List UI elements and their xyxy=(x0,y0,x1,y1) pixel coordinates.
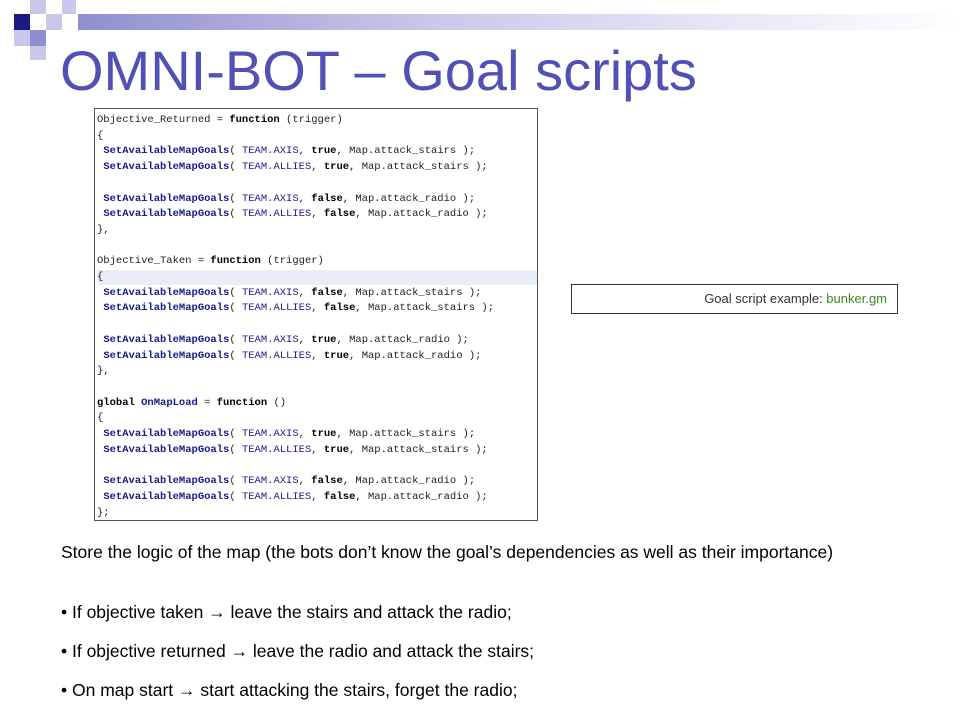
code-line: SetAvailableMapGoals( TEAM.ALLIES, true,… xyxy=(103,161,488,174)
code-line: SetAvailableMapGoals( TEAM.ALLIES, false… xyxy=(103,490,488,503)
code-line xyxy=(97,239,537,254)
header-gradient-bar xyxy=(78,14,960,30)
caption-filename: bunker.gm xyxy=(826,291,887,306)
code-line: { xyxy=(97,270,537,285)
code-line: global OnMapLoad = function () xyxy=(97,396,287,409)
code-sample-box: Objective_Returned = function (trigger) {… xyxy=(94,108,538,521)
code-line: SetAvailableMapGoals( TEAM.ALLIES, false… xyxy=(103,208,488,221)
code-line: }, xyxy=(97,365,110,378)
code-line: SetAvailableMapGoals( TEAM.AXIS, false, … xyxy=(103,475,476,488)
code-line: SetAvailableMapGoals( TEAM.AXIS, true, M… xyxy=(103,145,476,158)
caption-prefix: Goal script example: xyxy=(704,291,827,306)
deco-square xyxy=(30,46,46,60)
code-line: Objective_Returned = function (trigger) xyxy=(97,114,343,126)
description-paragraph: Store the logic of the map (the bots don… xyxy=(61,542,834,562)
code-line xyxy=(97,380,537,395)
code-line xyxy=(97,458,537,473)
code-line: }; xyxy=(97,506,110,519)
code-line: SetAvailableMapGoals( TEAM.AXIS, true, M… xyxy=(103,333,469,346)
bullet-map-start: • On map start → start attacking the sta… xyxy=(61,680,518,700)
code-line: SetAvailableMapGoals( TEAM.ALLIES, false… xyxy=(103,302,495,315)
code-line: SetAvailableMapGoals( TEAM.AXIS, true, M… xyxy=(103,428,476,440)
code-line xyxy=(97,317,537,332)
code-line: SetAvailableMapGoals( TEAM.AXIS, false, … xyxy=(103,286,482,299)
deco-square xyxy=(62,0,76,14)
bullet-objective-returned: • If objective returned → leave the radi… xyxy=(61,641,535,661)
deco-square xyxy=(14,30,30,46)
code-line: { xyxy=(97,412,104,425)
page-title: OMNI-BOT – Goal scripts xyxy=(60,39,697,102)
bullet-objective-taken: • If objective taken → leave the stairs … xyxy=(61,602,512,622)
code-line: Objective_Taken = function (trigger) xyxy=(97,255,324,268)
caption-box: Goal script example: bunker.gm xyxy=(571,284,898,314)
code-line: SetAvailableMapGoals( TEAM.ALLIES, true,… xyxy=(103,443,488,456)
code-line: SetAvailableMapGoals( TEAM.ALLIES, true,… xyxy=(103,349,482,362)
deco-square xyxy=(30,30,46,46)
code-line xyxy=(97,176,537,191)
deco-square xyxy=(46,14,62,30)
code-line: }, xyxy=(97,223,110,236)
deco-square xyxy=(30,0,46,14)
code-line: { xyxy=(97,129,104,142)
deco-square xyxy=(14,14,30,30)
code-line: SetAvailableMapGoals( TEAM.AXIS, false, … xyxy=(103,192,476,205)
